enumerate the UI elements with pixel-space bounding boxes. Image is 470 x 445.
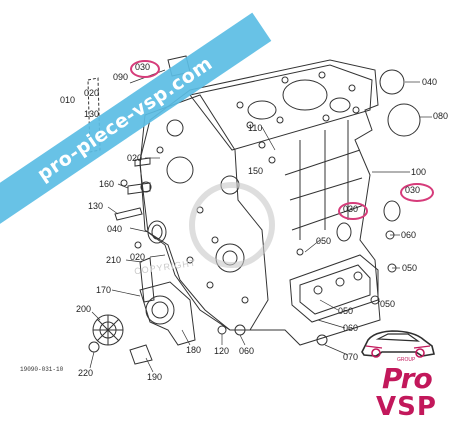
part-label-120: 120 (214, 346, 230, 356)
part-label-010: 010 (60, 95, 76, 105)
part-label-040-right: 040 (422, 77, 438, 87)
part-label-180: 180 (186, 345, 202, 355)
part-label-110: 110 (248, 123, 263, 133)
highlight-030-mid (338, 202, 368, 220)
part-label-200: 200 (76, 304, 92, 314)
part-label-100: 100 (411, 167, 427, 177)
part-label-070: 070 (343, 352, 359, 362)
brand-logo (352, 322, 444, 426)
part-label-050-right: 050 (402, 263, 418, 273)
part-label-050-right-low: 050 (380, 299, 396, 309)
part-label-160: 160 (99, 179, 115, 189)
part-label-060-bottom: 060 (239, 346, 255, 356)
part-label-130-top: 130 (84, 109, 100, 119)
part-label-090: 090 (113, 72, 129, 82)
part-label-060-right: 060 (401, 230, 417, 240)
part-label-050-bottom: 050 (338, 306, 354, 316)
part-label-030-right: 030 (405, 185, 421, 195)
part-label-030-mid: 030 (343, 204, 359, 214)
part-label-020-top: 020 (84, 88, 100, 98)
part-label-020-mid: 020 (127, 153, 143, 163)
part-label-210: 210 (106, 255, 122, 265)
part-label-020-low: 020 (130, 252, 146, 262)
part-label-130-mid: 130 (88, 201, 104, 211)
brand-name-vsp: VSP (376, 392, 437, 422)
part-label-040-left: 040 (107, 224, 123, 234)
part-label-190: 190 (147, 372, 163, 382)
brand-group-tag: GROUP (397, 357, 416, 363)
part-label-030-top: 030 (135, 62, 151, 72)
part-label-150: 150 (248, 166, 264, 176)
car-icon (361, 330, 435, 358)
part-label-080: 080 (433, 111, 449, 121)
highlight-030-right (400, 183, 434, 202)
part-label-220: 220 (78, 368, 94, 378)
drawing-reference-code: 19090-031-10 (20, 366, 64, 373)
part-label-060-low: 060 (343, 323, 359, 333)
part-label-050-mid: 050 (316, 236, 332, 246)
brand-name-pro: Pro (382, 362, 433, 395)
part-label-170: 170 (96, 285, 112, 295)
highlight-030-top (130, 60, 160, 78)
